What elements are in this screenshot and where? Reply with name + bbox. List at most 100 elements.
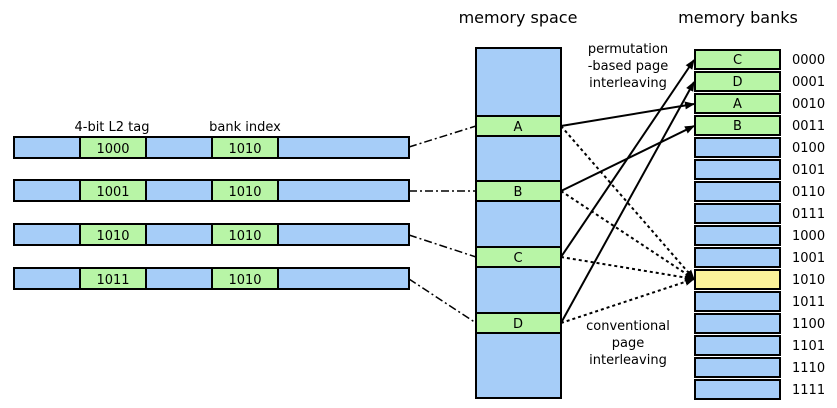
address-row-0: 1000 1010 (13, 136, 410, 159)
bank-field (211, 267, 279, 290)
bank-content-label: C (733, 53, 742, 68)
bank-0011: B 0011 (694, 115, 825, 136)
bank-1100: 1100 (694, 313, 825, 334)
bank-cell (694, 115, 781, 136)
address-row-3: 1011 1010 (13, 267, 410, 290)
tag-value: 1011 (96, 273, 129, 288)
tag-field (79, 223, 147, 246)
bank-code-label: 1011 (792, 295, 825, 310)
bank-1111: 1111 (694, 379, 825, 400)
bank-code-label: 0001 (792, 75, 825, 90)
bank-code-label: 0011 (792, 119, 825, 134)
bank-code-label: 0010 (792, 97, 825, 112)
page-C: C (475, 246, 562, 268)
bank-field (211, 223, 279, 246)
bank-1010: 1010 (694, 269, 825, 290)
bank-1001: 1001 (694, 247, 825, 268)
bank-code-label: 0000 (792, 53, 825, 68)
tag-value: 1000 (96, 142, 129, 157)
annotation-line: -based page (588, 59, 669, 74)
connector-a (408, 125, 477, 148)
bank-cell (694, 181, 781, 202)
bank-code-label: 1010 (792, 273, 825, 288)
bank-code-label: 1000 (792, 229, 825, 244)
tag-label: 4-bit L2 tag (74, 120, 149, 135)
conventional-arrows (560, 125, 695, 324)
dotted-arrow-b (560, 190, 695, 280)
arrow-c-to-bank (560, 59, 695, 258)
bank-cell (694, 247, 781, 268)
memory-banks-header: memory banks (678, 8, 798, 27)
bank-cell (694, 71, 781, 92)
address-connectors (408, 125, 477, 324)
page-A: A (475, 115, 562, 137)
bank-field (211, 179, 279, 202)
bank-1000: 1000 (694, 225, 825, 246)
arrow-a-to-bank (560, 101, 695, 127)
bank-1101: 1101 (694, 335, 825, 356)
bank-cell (694, 379, 781, 400)
bank-code-label: 1110 (792, 361, 825, 376)
page-label: B (514, 185, 523, 200)
memory-space-header: memory space (459, 8, 578, 27)
bank-0100: 0100 (694, 137, 825, 158)
page-label: D (513, 317, 523, 332)
page-label: A (514, 120, 523, 135)
bank-cell (694, 269, 781, 290)
bank-code-label: 0101 (792, 163, 825, 178)
address-row-2: 1010 1010 (13, 223, 410, 246)
bank-0101: 0101 (694, 159, 825, 180)
page-label: C (513, 251, 522, 266)
bank-cell (694, 49, 781, 70)
bank-cell (694, 203, 781, 224)
bank-value: 1010 (228, 229, 261, 244)
connector-d (408, 278, 477, 324)
annotation-line: interleaving (589, 76, 667, 91)
annotation-line: conventional (586, 319, 670, 334)
bank-value: 1010 (228, 142, 261, 157)
bank-code-label: 1100 (792, 317, 825, 332)
bank-code-label: 1001 (792, 251, 825, 266)
bank-0000: C 0000 (694, 49, 825, 70)
page-B: B (475, 180, 562, 202)
annotation-line: page (612, 336, 644, 351)
dotted-arrow-d (560, 278, 695, 324)
bank-cell (694, 291, 781, 312)
tag-value: 1001 (96, 185, 129, 200)
tag-field (79, 136, 147, 159)
page-D: D (475, 312, 562, 334)
permutation-annotation: permutation -based page interleaving (588, 42, 669, 91)
bank-code-label: 0111 (792, 207, 825, 222)
permutation-arrows (560, 59, 695, 324)
bank-0110: 0110 (694, 181, 825, 202)
bank-code-label: 0110 (792, 185, 825, 200)
bank-1011: 1011 (694, 291, 825, 312)
bank-cell (694, 225, 781, 246)
bank-cell (694, 335, 781, 356)
bank-cell (694, 159, 781, 180)
connector-c (408, 234, 477, 258)
tag-field (79, 179, 147, 202)
bank-value: 1010 (228, 185, 261, 200)
bank-code-label: 1111 (792, 383, 825, 398)
bank-value: 1010 (228, 273, 261, 288)
bank-index-label: bank index (209, 120, 281, 135)
dotted-arrow-a (560, 125, 695, 280)
annotation-line: permutation (588, 42, 668, 57)
bank-code-label: 1101 (792, 339, 825, 354)
arrow-d-to-bank (560, 81, 695, 324)
bank-cell (694, 313, 781, 334)
bank-0111: 0111 (694, 203, 825, 224)
conventional-annotation: conventional page interleaving (586, 319, 670, 368)
bank-cell (694, 137, 781, 158)
bank-content-label: D (732, 75, 742, 90)
bank-code-label: 0100 (792, 141, 825, 156)
bank-field (211, 136, 279, 159)
bank-cell (694, 93, 781, 114)
memory-space-column (475, 47, 562, 399)
bank-content-label: B (733, 119, 742, 134)
tag-field (79, 267, 147, 290)
